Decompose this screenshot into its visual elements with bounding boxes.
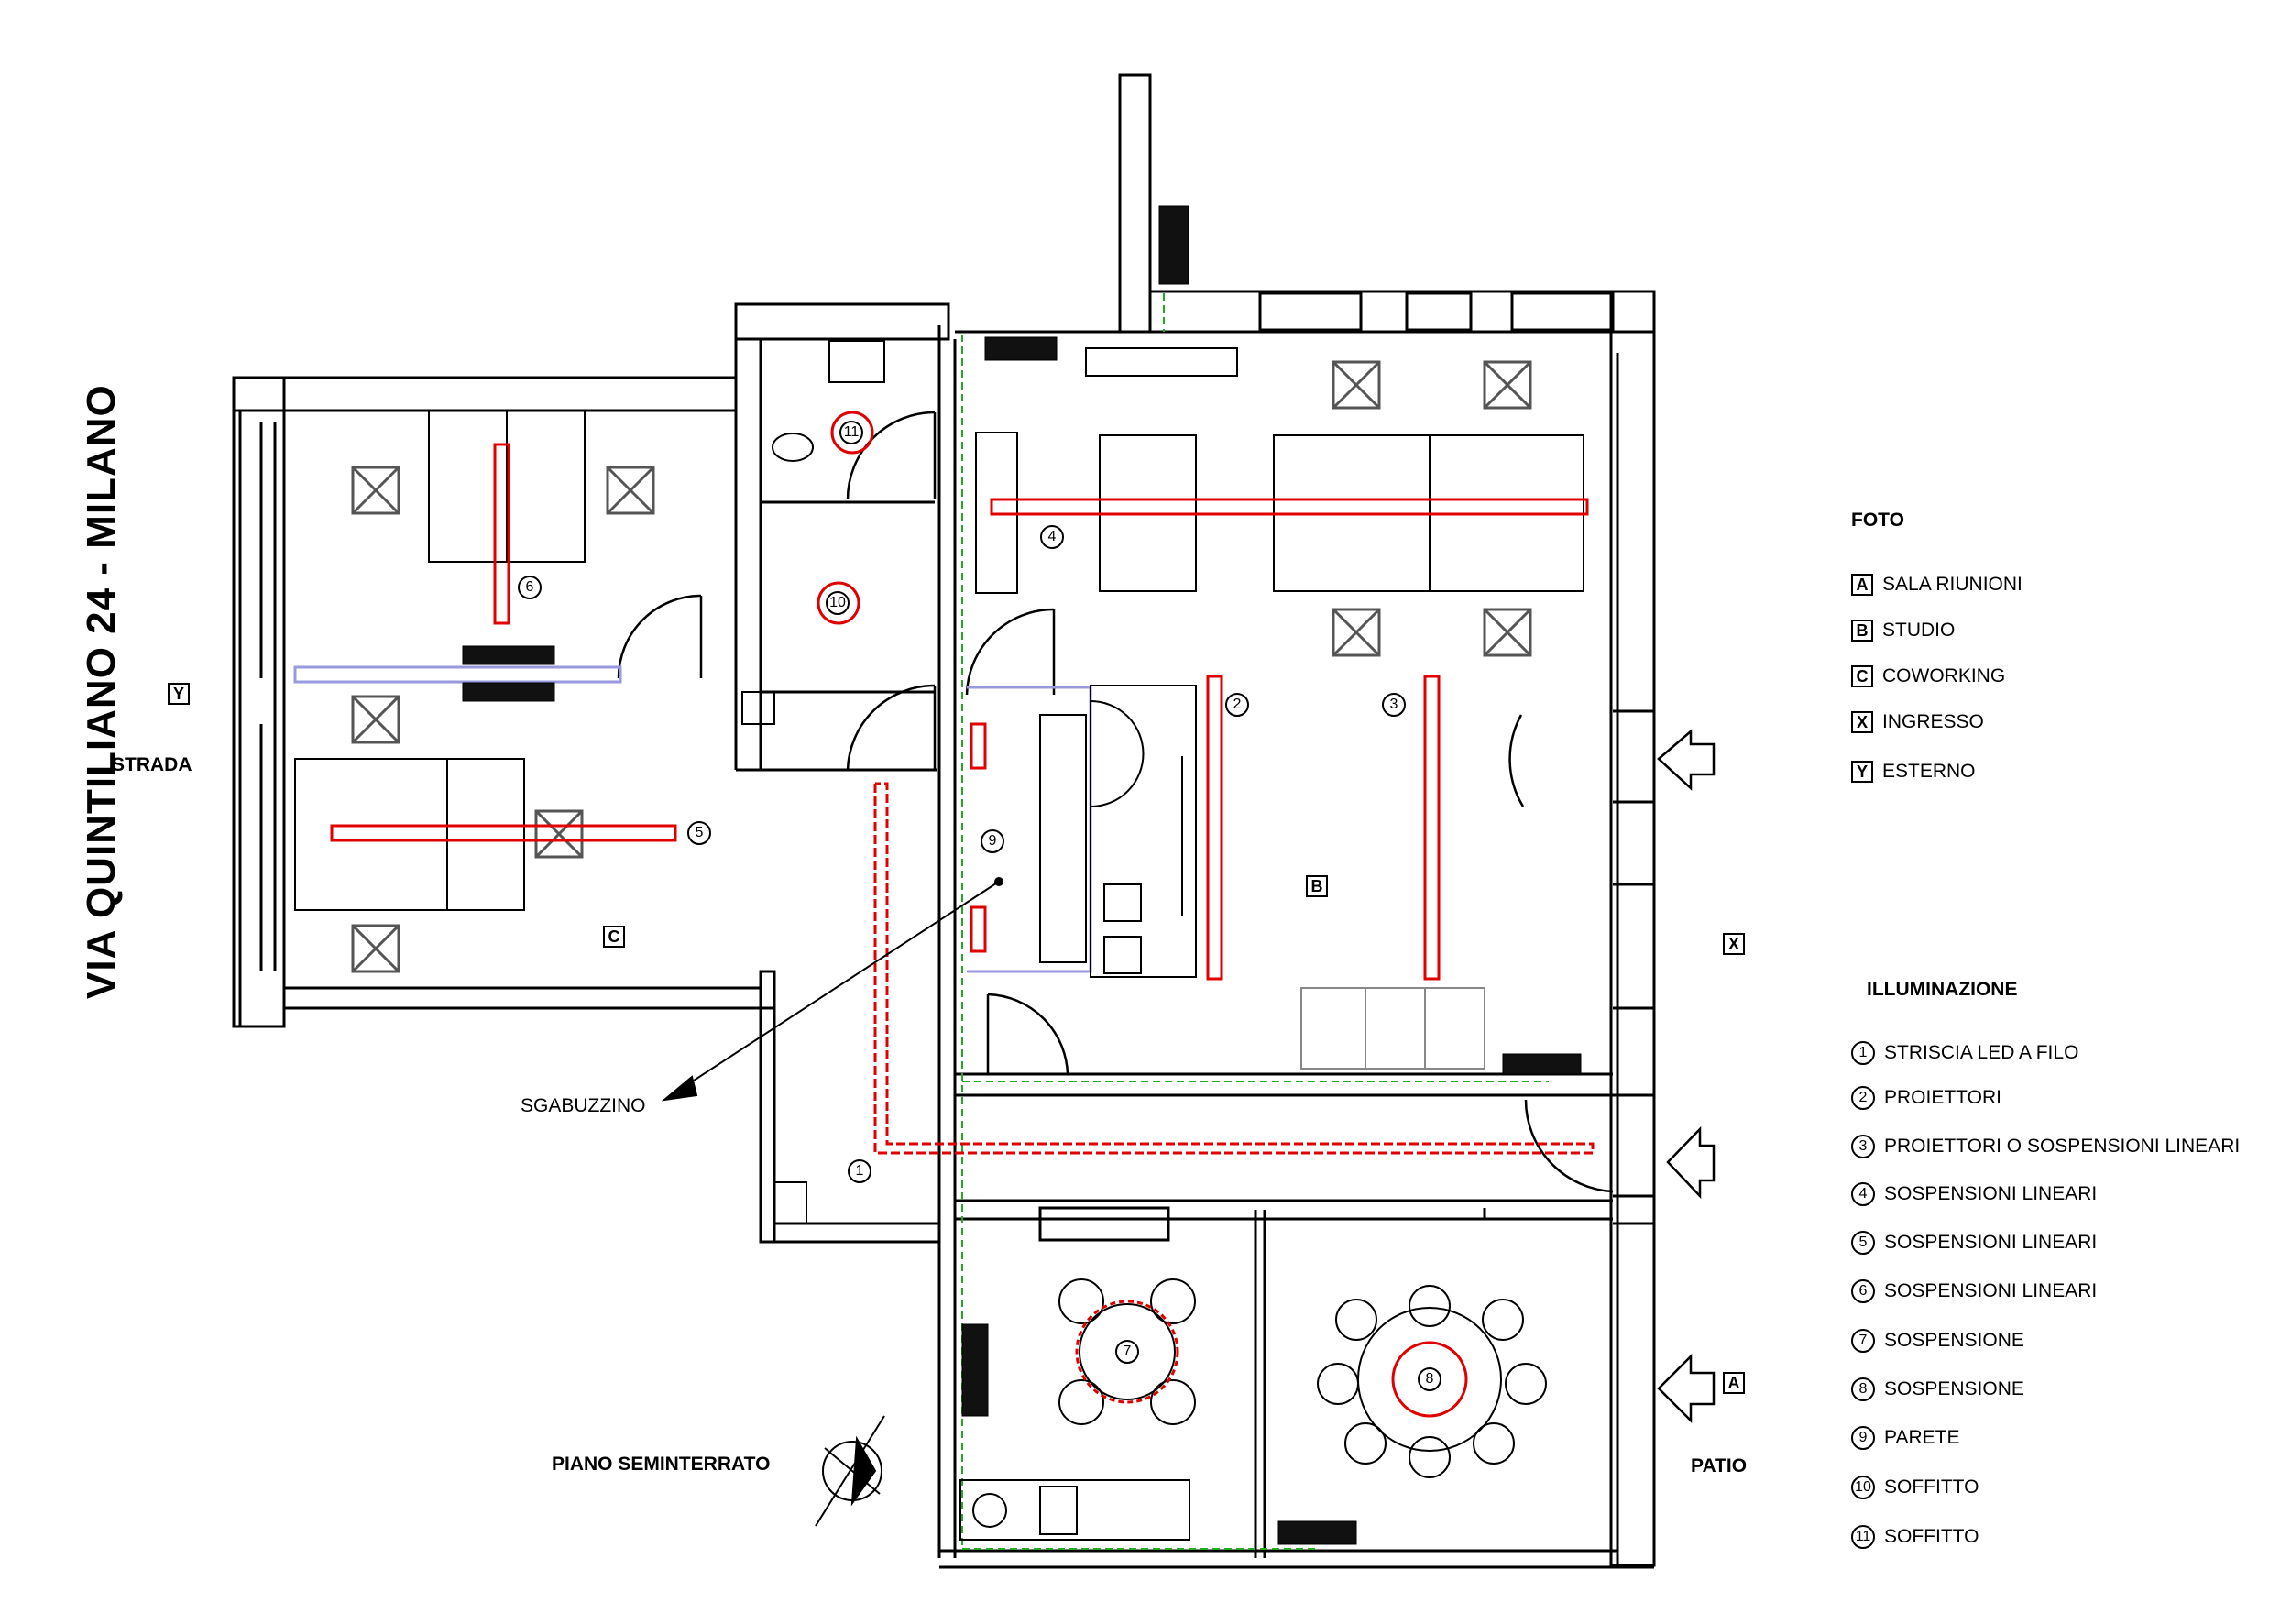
legend-key: Y (1851, 761, 1873, 783)
legend-key: 1 (1851, 1041, 1875, 1065)
light-marker-6: 6 (518, 576, 542, 599)
legend-text: COWORKING (1882, 665, 2006, 686)
room-marker-sala-riunioni: A (1723, 1372, 1745, 1394)
light-marker-8: 8 (1418, 1367, 1441, 1391)
light-marker-3: 3 (1382, 693, 1406, 717)
legend-key: C (1851, 665, 1873, 687)
legend-foto-heading: FOTO (1851, 510, 1904, 531)
legend-foto-item: Y ESTERNO (1851, 761, 1976, 783)
label-patio: PATIO (1691, 1455, 1748, 1476)
floor-label: PIANO SEMINTERRATO (552, 1454, 771, 1475)
legend-light-item: 11 SOFFITTO (1851, 1525, 1979, 1549)
legend-foto-item: A SALA RIUNIONI (1851, 574, 2022, 596)
legend-light-item: 5 SOSPENSIONI LINEARI (1851, 1231, 2097, 1255)
legend-key: 8 (1851, 1377, 1875, 1401)
room-marker-studio: B (1306, 875, 1328, 897)
room-marker-esterno: Y (168, 683, 190, 705)
legend-text: SOSPENSIONE (1884, 1330, 2024, 1351)
legend-light-item: 9 PARETE (1851, 1426, 1959, 1450)
legend-text: PROIETTORI (1884, 1087, 2001, 1108)
legend-key: 9 (1851, 1426, 1875, 1450)
legend-text: SOFFITTO (1884, 1526, 1979, 1547)
light-marker-7: 7 (1115, 1340, 1139, 1364)
legend-key: 3 (1851, 1135, 1875, 1158)
light-marker-10: 10 (826, 591, 850, 615)
legend-text: SOSPENSIONI LINEARI (1884, 1280, 2098, 1301)
cable-lines (961, 293, 1549, 1550)
north-arrow-icon (815, 1415, 885, 1527)
legend-key: 5 (1851, 1231, 1875, 1255)
legend-text: SOSPENSIONE (1884, 1378, 2024, 1399)
legend-light-item: 2 PROIETTORI (1851, 1086, 2001, 1110)
legend-foto-item: X INGRESSO (1851, 711, 1984, 733)
room-marker-ingresso: X (1723, 933, 1745, 955)
legend-light-item: 6 SOSPENSIONI LINEARI (1851, 1279, 2097, 1303)
ceiling-light-icon (462, 205, 1582, 1545)
light-marker-2: 2 (1225, 693, 1249, 717)
furniture (294, 340, 1584, 1541)
doors (617, 411, 1614, 1193)
entrance-arrow-icon (1657, 729, 1716, 1424)
walls (232, 73, 1656, 1569)
legend-key: A (1851, 574, 1873, 596)
room-marker-coworking: C (603, 926, 625, 948)
legend-text: SALA RIUNIONI (1882, 574, 2022, 595)
label-sgabuzzino: SGABUZZINO (521, 1095, 646, 1116)
legend-text: INGRESSO (1882, 711, 1984, 732)
light-marker-9: 9 (981, 829, 1004, 853)
legend-key: 6 (1851, 1279, 1875, 1303)
legend-light-item: 3 PROIETTORI O SOSPENSIONI LINEARI (1851, 1135, 2240, 1158)
legend-illuminazione-heading: ILLUMINAZIONE (1867, 979, 2018, 1000)
office-chair-icon (351, 360, 1532, 973)
legend-key: X (1851, 711, 1873, 733)
legend-light-item: 10 SOFFITTO (1851, 1476, 1979, 1499)
legend-text: PROIETTORI O SOSPENSIONI LINEARI (1884, 1136, 2241, 1157)
legend-text: SOSPENSIONI LINEARI (1884, 1183, 2098, 1204)
legend-text: PARETE (1884, 1427, 1960, 1448)
page-title: VIA QUINTILIANO 24 - MILANO (79, 384, 124, 999)
legend-text: STRISCIA LED A FILO (1884, 1042, 2079, 1063)
label-strada: STRADA (112, 754, 192, 775)
legend-key: B (1851, 620, 1873, 642)
legend-light-item: 8 SOSPENSIONE (1851, 1377, 2024, 1401)
light-marker-5: 5 (687, 821, 711, 845)
light-marker-4: 4 (1040, 525, 1064, 549)
legend-text: SOSPENSIONI LINEARI (1884, 1232, 2098, 1253)
legend-key: 7 (1851, 1329, 1875, 1353)
legend-key: 10 (1851, 1476, 1875, 1499)
legend-light-item: 7 SOSPENSIONE (1851, 1329, 2024, 1353)
leader-arrow (661, 877, 1003, 1102)
meeting-tables (1058, 1278, 1547, 1478)
legend-key: 4 (1851, 1182, 1875, 1206)
legend-light-item: 1 STRISCIA LED A FILO (1851, 1041, 2078, 1065)
legend-light-item: 4 SOSPENSIONI LINEARI (1851, 1182, 2097, 1206)
legend-key: 11 (1851, 1525, 1875, 1549)
legend-foto-item: C COWORKING (1851, 665, 2005, 687)
light-marker-11: 11 (839, 421, 863, 444)
light-marker-1: 1 (848, 1159, 871, 1183)
legend-text: ESTERNO (1882, 761, 1976, 782)
legend-foto-item: B STUDIO (1851, 620, 1955, 642)
legend-key: 2 (1851, 1086, 1875, 1110)
legend-text: STUDIO (1882, 620, 1956, 641)
light-fixtures (330, 411, 1595, 1418)
legend-text: SOFFITTO (1884, 1476, 1979, 1498)
